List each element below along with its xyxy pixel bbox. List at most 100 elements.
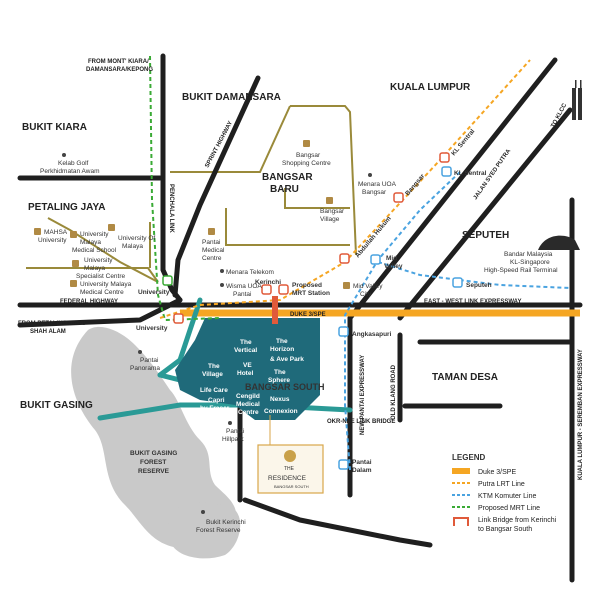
road-federal: FEDERAL HIGHWAY xyxy=(60,299,118,305)
gasing-reserve-3: RESERVE xyxy=(138,468,170,475)
lrt-line xyxy=(159,59,531,319)
poi-ph-1: Pantai xyxy=(226,428,244,435)
blk-capri-2: by Fraser xyxy=(200,405,230,412)
poi-ph-2: Hillpark xyxy=(222,436,244,443)
poi-kelab-golf-2: Perkhidmatan Awam xyxy=(40,168,100,175)
poi-icons xyxy=(34,140,372,514)
legend-lrt-label: Putra LRT Line xyxy=(478,481,525,488)
poi-mahsa-1: MAHSA xyxy=(44,229,68,236)
station-kl-sentral-lrt: KL Sentral xyxy=(450,128,476,157)
poi-mvc-1: Mid Valley xyxy=(353,283,383,290)
area-bangsar-baru-2: BARU xyxy=(270,184,299,195)
poi-ummc-2: Medical Centre xyxy=(80,289,124,296)
train-icon xyxy=(538,235,580,250)
poi-pp-2: Panorama xyxy=(130,365,160,372)
poi-pp-1: Pantai xyxy=(140,357,158,364)
blk-capri-1: Capri xyxy=(208,397,225,404)
blk-village-1: The xyxy=(208,363,220,370)
road-from-mont-kiara-2: DAMANSARA/KEPONG xyxy=(86,67,153,73)
station-kl-sentral-ktm: KL Sentral xyxy=(454,170,487,177)
station-kerinchi: Kerinchi xyxy=(255,279,281,286)
poi-bm-2: KL-Singapore xyxy=(510,259,550,266)
poi-um-ms-1: University xyxy=(80,231,109,238)
station-seputeh: Seputeh xyxy=(466,282,492,289)
blk-sphere-2: Sphere xyxy=(268,377,290,384)
poi-uoa-1: Menara UOA xyxy=(358,181,397,188)
um-medical-centre-icon xyxy=(70,280,77,287)
poi-umsc-3: Specialist Centre xyxy=(76,273,126,280)
blk-cengild-2: Medical xyxy=(236,401,260,408)
university-ktm-marker xyxy=(162,275,173,286)
um-specialist-icon xyxy=(72,260,79,267)
poi-um-ms-3: Medical School xyxy=(72,247,117,254)
poi-um-ms-2: Malaya xyxy=(80,239,101,246)
station-mrt-2: MRT Station xyxy=(292,290,330,297)
legend-title: LEGEND xyxy=(452,453,486,462)
ktm-line xyxy=(344,171,461,471)
poi-umsc-2: Malaya xyxy=(84,265,105,272)
legend-bridge-label-1: Link Bridge from Kerinchi xyxy=(478,517,557,524)
blk-nexus: Nexus xyxy=(270,396,290,403)
pantai-dalam-marker xyxy=(338,459,349,470)
station-bangsar: Bangsar xyxy=(404,173,426,198)
area-bangsar-baru-1: BANGSAR xyxy=(262,172,313,183)
poi-bkfr-2: Forest Reserve xyxy=(196,527,241,534)
station-mrt-1: Proposed xyxy=(292,282,322,289)
pantai-medical-icon xyxy=(208,228,215,235)
road-klse: KUALA LUMPUR - SEREMBAN EXPRESSWAY xyxy=(578,349,584,480)
residence-name: RESIDENCE xyxy=(268,475,307,482)
bangsar-south-block xyxy=(175,318,320,420)
bangsar-shopping-icon xyxy=(303,140,310,147)
university-lrt-marker xyxy=(173,313,184,324)
blk-avepark: & Ave Park xyxy=(270,356,304,363)
blk-horizon-2: Horizon xyxy=(270,346,294,353)
blk-horizon-1: The xyxy=(276,338,288,345)
tree-icon xyxy=(284,450,296,462)
blk-cengild-1: Cengild xyxy=(236,393,260,400)
mahsa-icon xyxy=(34,228,41,235)
pantai-panorama-dot xyxy=(138,350,142,354)
poi-pmc-2: Medical xyxy=(202,247,225,254)
poi-pmc-1: Pantai xyxy=(202,239,220,246)
poi-bv-2: Village xyxy=(320,216,340,223)
legend: LEGEND Duke 3/SPE Putra LRT Line KTM Kom… xyxy=(452,453,557,533)
angkasapuri-marker xyxy=(338,326,349,337)
station-abdullah-hukum: Abdullah Hukum xyxy=(354,215,393,259)
poi-uoa-2: Bangsar xyxy=(362,189,387,196)
area-seputeh: SEPUTEH xyxy=(462,230,509,241)
kl-sentral-lrt-marker xyxy=(439,152,450,163)
area-kuala-lumpur: KUALA LUMPUR xyxy=(390,82,471,93)
area-petaling-jaya: PETALING JAYA xyxy=(28,202,105,213)
poi-wisma-uoa-2: Pantai xyxy=(233,291,251,298)
poi-uom-1: University Of xyxy=(118,235,155,242)
mrt-marker xyxy=(278,284,289,295)
poi-bkfr-1: Bukit Kerinchi xyxy=(206,519,246,526)
road-ewlink: EAST - WEST LINK EXPRESSWAY xyxy=(424,299,521,305)
legend-bridge-swatch xyxy=(453,517,469,526)
poi-bv-1: Bangsar xyxy=(320,208,345,215)
area-taman-desa: TAMAN DESA xyxy=(432,372,498,383)
mid-valley-city-icon xyxy=(343,282,350,289)
legend-ktm-label: KTM Komuter Line xyxy=(478,493,536,500)
station-mid-valley-1: Mid xyxy=(386,255,397,262)
area-bukit-gasing: BUKIT GASING xyxy=(20,400,93,411)
blk-vertical-1: The xyxy=(240,339,252,346)
klcc-towers-icon xyxy=(572,80,582,120)
kelab-golf-dot xyxy=(62,153,66,157)
wisma-uoa-dot xyxy=(220,283,224,287)
legend-mrt-label: Proposed MRT Line xyxy=(478,505,540,512)
pantai-hillpark-dot xyxy=(228,421,232,425)
station-angkasapuri: Angkasapuri xyxy=(352,331,392,338)
gasing-reserve-2: FOREST xyxy=(140,459,166,466)
poi-pmc-3: Centre xyxy=(202,255,222,262)
poi-mvc-2: City xyxy=(360,291,372,298)
blk-ve-hotel-2: Hotel xyxy=(237,370,253,377)
residence-the: THE xyxy=(284,466,295,472)
poi-mahsa-2: University xyxy=(38,237,67,244)
kerinchi-marker xyxy=(261,284,272,295)
legend-bridge-label-2: to Bangsar South xyxy=(478,526,532,533)
blk-connexion: Connexion xyxy=(264,408,298,415)
university-of-malaya-icon xyxy=(108,224,115,231)
menara-telekom-dot xyxy=(220,269,224,273)
road-from-pj-1: FROM PETALING JAYA/ xyxy=(18,321,86,327)
